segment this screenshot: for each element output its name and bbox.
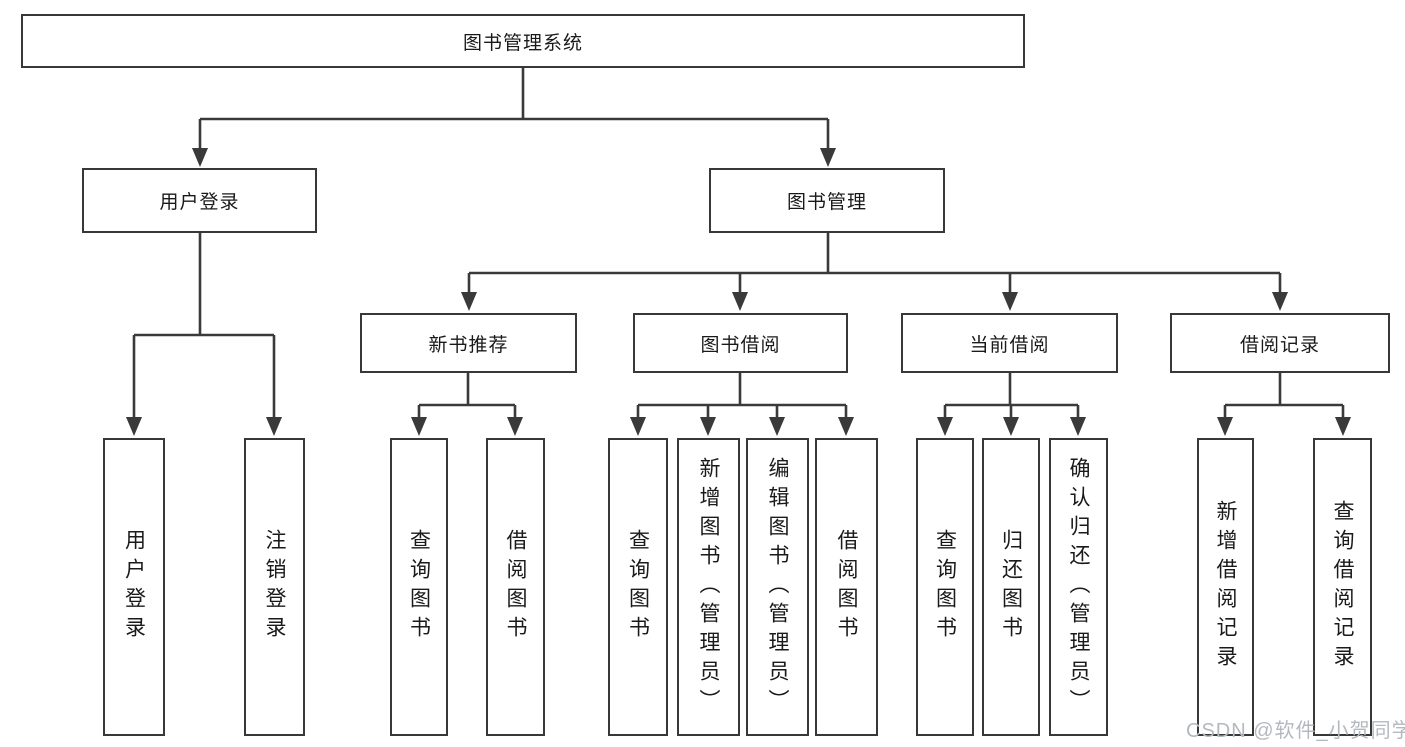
node-new-book-recommend: 新书推荐 <box>360 313 577 373</box>
leaf-logout: 注销登录 <box>244 438 305 736</box>
connector-new-book-recommend-to-leaves <box>411 373 523 436</box>
node-current-borrow: 当前借阅 <box>901 313 1118 373</box>
connector-book-borrow-to-leaves <box>630 373 854 436</box>
connector-current-borrow-to-leaves <box>937 373 1086 436</box>
connector-user-login-to-leaves <box>126 233 282 436</box>
leaf-edit-books-admin: 编辑图书（管理员） <box>746 438 809 736</box>
leaf-user-login: 用户登录 <box>103 438 165 736</box>
leaf-confirm-return-admin: 确认归还（管理员） <box>1049 438 1108 736</box>
node-book-management: 图书管理 <box>709 168 945 233</box>
connector-root-to-level2 <box>192 68 836 167</box>
leaf-add-books-admin: 新增图书（管理员） <box>677 438 740 736</box>
node-borrow-records: 借阅记录 <box>1170 313 1390 373</box>
node-user-login: 用户登录 <box>82 168 317 233</box>
node-book-borrow: 图书借阅 <box>633 313 848 373</box>
leaf-query-books-recommend: 查询图书 <box>390 438 448 736</box>
leaf-add-borrow-record: 新增借阅记录 <box>1197 438 1254 736</box>
connector-borrow-records-to-leaves <box>1217 373 1351 436</box>
node-library-management-system: 图书管理系统 <box>21 14 1025 68</box>
leaf-query-books-current: 查询图书 <box>916 438 974 736</box>
leaf-borrow-books-recommend: 借阅图书 <box>486 438 545 736</box>
csdn-watermark: CSDN @软件_小贺同学 <box>1186 720 1405 742</box>
connector-book-management-to-level3 <box>461 233 1288 311</box>
leaf-borrow-books: 借阅图书 <box>815 438 878 736</box>
leaf-query-books-borrow: 查询图书 <box>608 438 668 736</box>
leaf-return-books: 归还图书 <box>982 438 1040 736</box>
leaf-query-borrow-record: 查询借阅记录 <box>1313 438 1372 736</box>
